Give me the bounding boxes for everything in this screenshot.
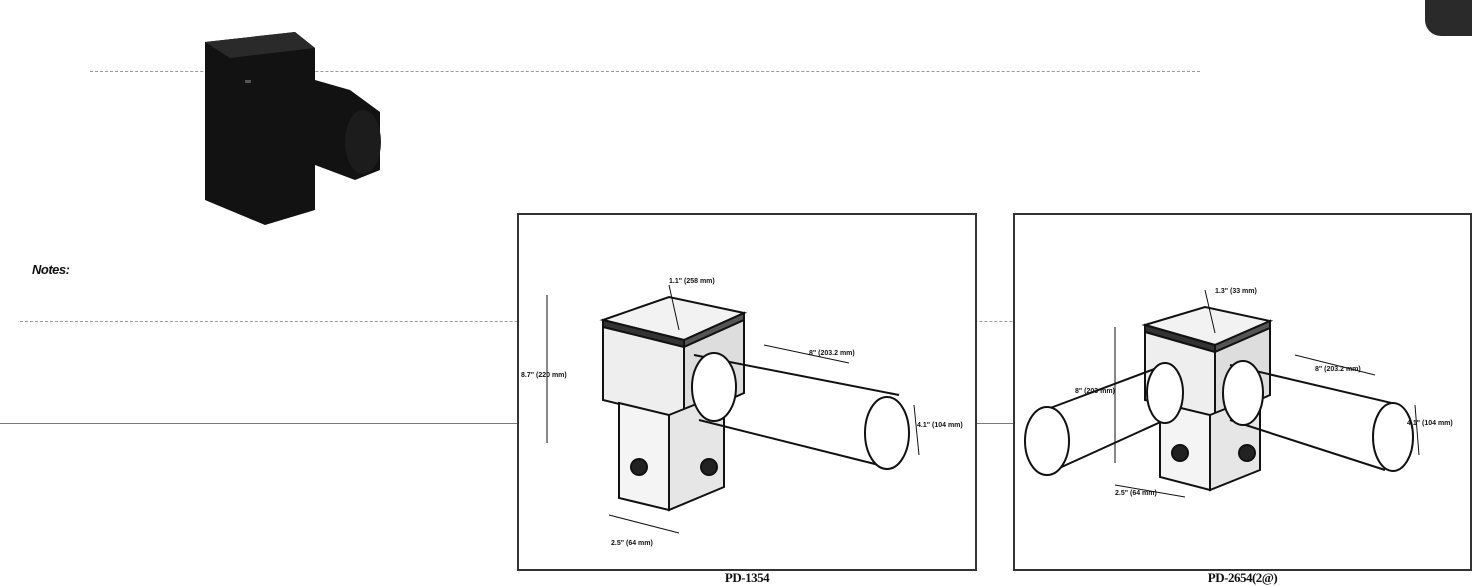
dim-label-fig2-top: 1.3" (33 mm) [1215, 288, 1257, 295]
figure-panel-1: 1.1" (258 mm) 8" (203.2 mm) 8.7" (220 mm… [517, 213, 977, 571]
notes-heading: Notes: [32, 262, 70, 277]
bracket-drawing-1: 1.1" (258 mm) 8" (203.2 mm) 8.7" (220 mm… [521, 278, 963, 547]
dim-label-fig2-arm: 8" (203.2 mm) [1315, 366, 1361, 373]
figure-caption-2: PD-2654(2@) [1207, 570, 1278, 585]
bracket-drawing-2: 1.3" (33 mm) 8" (203.2 mm) 8" (203 mm) 4… [1024, 288, 1453, 498]
dim-label-fig1-top: 1.1" (258 mm) [669, 278, 715, 285]
dim-label-fig2-height: 8" (203 mm) [1075, 388, 1115, 395]
scan-line-top [90, 71, 1200, 72]
product-photo [205, 32, 381, 225]
dim-label-fig2-base: 2.5" (64 mm) [1115, 490, 1157, 497]
figure-caption-1: PD-1354 [724, 570, 770, 585]
corner-artifact [1425, 0, 1472, 36]
figure-panel-2: 1.3" (33 mm) 8" (203.2 mm) 8" (203 mm) 4… [1013, 213, 1472, 571]
dim-label-fig1-tube: 4.1" (104 mm) [917, 422, 963, 429]
dim-label-fig1-base: 2.5" (64 mm) [611, 540, 653, 547]
dim-label-fig1-height: 8.7" (220 mm) [521, 372, 567, 379]
dim-label-fig2-tube: 4.1" (104 mm) [1407, 420, 1453, 427]
dim-label-fig1-arm: 8" (203.2 mm) [809, 350, 855, 357]
